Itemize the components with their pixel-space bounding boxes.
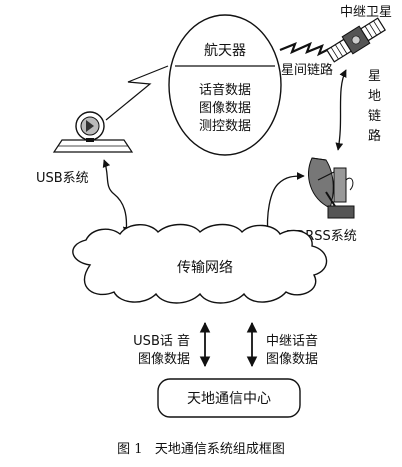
- usb-flow-line-1: USB话 音: [133, 333, 190, 349]
- ground-station-terminal-icon: [52, 111, 134, 153]
- usb-system-label: USB系统: [36, 171, 89, 186]
- intersatellite-link-line: [279, 41, 334, 57]
- transport-network-label: 传输网络: [177, 260, 233, 276]
- spacecraft-node: 航天器 话音数据 图像数据 测控数据: [168, 14, 282, 156]
- intersatellite-link-label: 星间链路: [281, 62, 333, 78]
- sat-ground-link-char-2: 地: [368, 89, 381, 104]
- usb-network-arrow: [102, 159, 131, 235]
- tdrss-network-arrow: [263, 172, 305, 237]
- figure-caption: 图 1 天地通信系统组成框图: [117, 442, 285, 457]
- control-center-label: 天地通信中心: [187, 391, 271, 407]
- relay-satellite-label: 中继卫星: [340, 5, 392, 20]
- spacecraft-title: 航天器: [204, 43, 246, 59]
- lightning-link-icon: [105, 65, 169, 121]
- dish-antenna-icon: [308, 157, 355, 219]
- control-center-node: 天地通信中心: [157, 378, 301, 418]
- sat-ground-link-char-1: 星: [368, 69, 381, 84]
- spacecraft-line-voice: 话音数据: [199, 82, 251, 98]
- satellite-icon: [326, 17, 386, 63]
- spacecraft-line-telemetry: 测控数据: [199, 119, 251, 134]
- spacecraft-line-image: 图像数据: [199, 101, 251, 116]
- sat-ground-link-char-3: 链: [368, 109, 381, 124]
- transport-network-cloud: 传输网络: [72, 223, 328, 304]
- usb-flow-line-2: 图像数据: [138, 352, 190, 367]
- relay-flow-line-1: 中继话音: [266, 333, 318, 349]
- relay-flow-line-2: 图像数据: [266, 352, 318, 367]
- sat-ground-link-char-4: 路: [368, 128, 381, 144]
- sat-ground-link-arrow: [335, 69, 347, 151]
